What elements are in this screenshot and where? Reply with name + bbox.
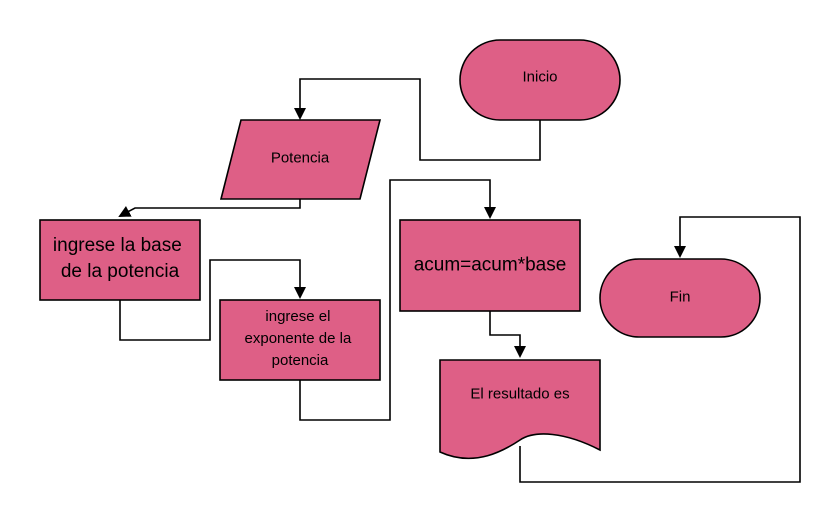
terminator-shape xyxy=(599,258,761,338)
node-ingrese-base[interactable]: ingrese la base de la potencia xyxy=(39,219,201,301)
node-potencia-label: Potencia xyxy=(271,150,330,167)
process-shape xyxy=(219,299,381,381)
edge-inicio-to-potencia xyxy=(294,78,541,161)
node-ingrese-exponente[interactable]: ingrese el exponente de la potencia xyxy=(219,299,381,381)
edge-acum-to-resultado xyxy=(489,311,526,358)
parallelogram-shape xyxy=(219,119,382,200)
node-ingrese-exponente-line-1: ingrese el xyxy=(265,308,330,325)
edge-ingrese-exponente-to-acum xyxy=(299,179,496,421)
node-fin-label: Fin xyxy=(670,289,691,306)
node-fin[interactable]: Fin xyxy=(599,258,761,338)
node-resultado-label: El resultado es xyxy=(470,386,569,403)
node-ingrese-exponente-label: ingrese el exponente de la potencia xyxy=(245,308,356,369)
node-ingrese-base-label: ingrese la base de la potencia xyxy=(53,235,187,282)
document-shape xyxy=(439,359,601,460)
node-potencia[interactable]: Potencia xyxy=(219,119,382,200)
process-shape xyxy=(39,219,201,301)
process-shape xyxy=(399,219,581,312)
node-resultado[interactable]: El resultado es xyxy=(439,359,601,460)
connectors xyxy=(118,78,801,483)
edge-ingrese-base-to-ingrese-exponente xyxy=(119,259,306,341)
edge-potencia-to-ingrese-base xyxy=(118,199,301,217)
node-acum[interactable]: acum=acum*base xyxy=(399,219,581,312)
edge-resultado-to-fin xyxy=(519,216,801,483)
node-ingrese-base-line-1: ingrese la base xyxy=(53,235,182,256)
node-ingrese-exponente-line-2: exponente de la xyxy=(245,330,352,347)
node-inicio-label: Inicio xyxy=(522,69,557,86)
node-inicio[interactable]: Inicio xyxy=(459,39,621,121)
node-ingrese-base-line-2: de la potencia xyxy=(61,261,180,282)
node-ingrese-exponente-line-3: potencia xyxy=(272,352,329,369)
terminator-shape xyxy=(459,39,621,121)
node-acum-label: acum=acum*base xyxy=(414,255,567,276)
